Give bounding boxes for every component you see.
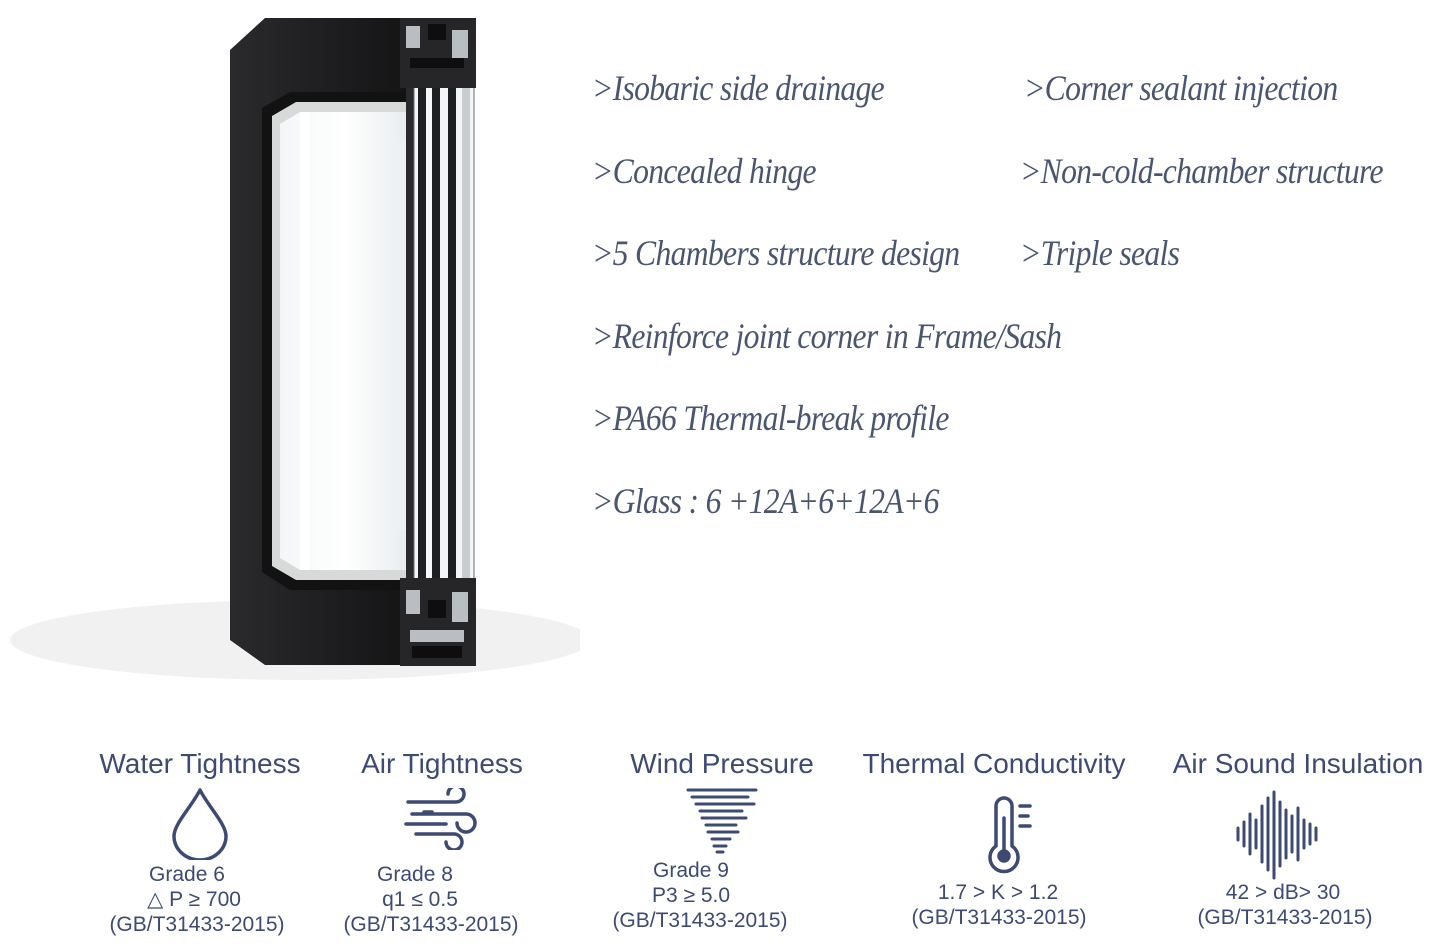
metric-value: △ P ≥ 700 xyxy=(147,888,241,911)
metric-grade: Grade 6 xyxy=(149,863,225,886)
window-profile-image xyxy=(10,18,580,680)
metric-wind-pressure: Wind Pressure Grade 9 P3 ≥ 5.0 (GB/T3143… xyxy=(612,744,824,933)
metric-value: 1.7 > K > 1.2 xyxy=(937,881,1059,904)
thermometer-icon xyxy=(988,796,1032,874)
metric-title: Air Sound Insulation xyxy=(1172,748,1424,779)
metric-standard: (GB/T31433-2015) xyxy=(612,909,788,932)
metric-title: Wind Pressure xyxy=(630,748,814,779)
metric-grade: Grade 9 xyxy=(653,859,729,882)
feature-5-chambers-structure-design: >5 Chambers structure design xyxy=(592,233,960,273)
feature-pa66-thermal-break-profile: >PA66 Thermal-break profile xyxy=(592,398,949,438)
feature-concealed-hinge: >Concealed hinge xyxy=(592,151,817,191)
water-drop-icon xyxy=(172,788,228,860)
feature-isobaric-side-drainage: >Isobaric side drainage xyxy=(592,68,885,108)
sound-wave-icon xyxy=(1236,790,1318,880)
feature-reinforce-joint-corner: >Reinforce joint corner in Frame/Sash xyxy=(592,316,1062,356)
metric-air-tightness: Air Tightness Grade 8 q1 ≤ 0.5 (GB/T3143… xyxy=(343,744,536,937)
metric-standard: (GB/T31433-2015) xyxy=(109,913,285,936)
metric-standard: (GB/T31433-2015) xyxy=(1197,906,1373,929)
metric-air-sound-insulation: Air Sound Insulation 42 > dB> 30 (GB/T31… xyxy=(1160,744,1436,930)
metric-value: q1 ≤ 0.5 xyxy=(382,888,458,911)
metric-value: 42 > dB> 30 xyxy=(1225,881,1341,904)
wind-icon xyxy=(404,788,477,850)
feature-non-cold-chamber-structure: >Non-cold-chamber structure xyxy=(1020,151,1384,191)
metric-thermal-conductivity: Thermal Conductivity 1.7 > K > 1.2 (GB/T… xyxy=(850,744,1138,930)
metric-title: Water Tightness xyxy=(99,748,301,779)
metric-grade: Grade 8 xyxy=(377,863,453,886)
metric-standard: (GB/T31433-2015) xyxy=(911,906,1087,929)
metric-title: Thermal Conductivity xyxy=(862,748,1126,779)
tornado-icon xyxy=(686,788,758,854)
metric-title: Air Tightness xyxy=(361,748,523,779)
metric-value: P3 ≥ 5.0 xyxy=(651,884,731,907)
feature-triple-seals: >Triple seals xyxy=(1020,233,1180,273)
metric-water-tightness: Water Tightness Grade 6 △ P ≥ 700 (GB/T3… xyxy=(86,744,314,937)
feature-corner-sealant-injection: >Corner sealant injection xyxy=(1024,68,1338,108)
feature-glass-spec: >Glass : 6 +12A+6+12A+6 xyxy=(592,481,939,521)
metric-standard: (GB/T31433-2015) xyxy=(343,913,519,936)
